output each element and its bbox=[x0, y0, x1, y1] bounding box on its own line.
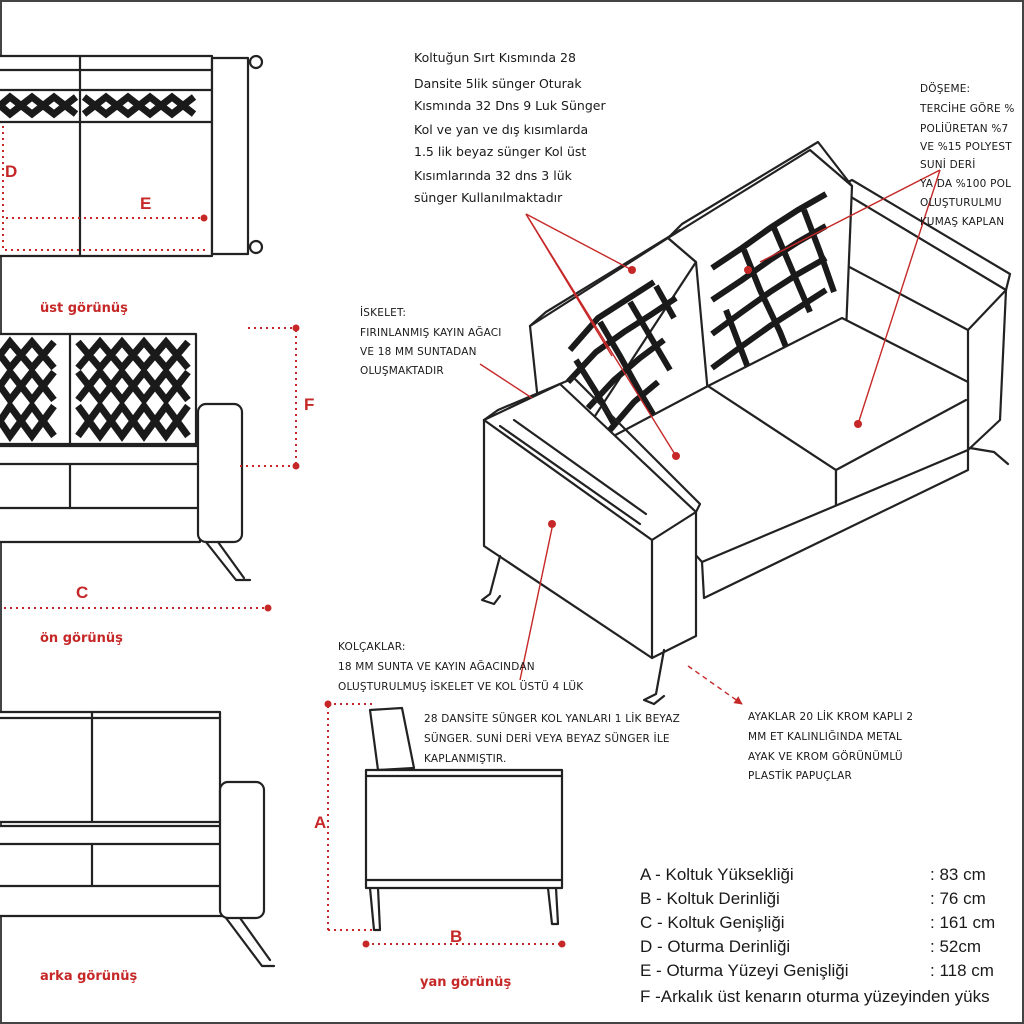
upholstery-note-line: DÖŞEME: bbox=[920, 82, 970, 95]
foam-note-line: Kısmında 32 Dns 9 Luk Sünger bbox=[414, 98, 606, 113]
spec-label-a: A - Koltuk Yüksekliği bbox=[640, 865, 794, 884]
top-view: D E bbox=[0, 54, 264, 258]
dim-letter-f: F bbox=[304, 395, 314, 414]
foam-note-line: 1.5 lik beyaz sünger Kol üst bbox=[414, 144, 586, 159]
upholstery-note-line: OLUŞTURULMU bbox=[920, 197, 1002, 209]
foam-note-line: sünger Kullanılmaktadır bbox=[414, 190, 563, 205]
front-view-label: ön görünüş bbox=[40, 631, 123, 646]
upholstery-note-line: KUMAŞ KAPLAN bbox=[920, 216, 1004, 228]
spec-value-e: : 118 cm bbox=[930, 961, 994, 980]
dim-letter-b: B bbox=[450, 927, 462, 946]
armrest-note-line: 18 MM SUNTA VE KAYIN AĞACINDAN bbox=[338, 660, 535, 673]
armrest-note-line: OLUŞTURULMUŞ İSKELET VE KOL ÜSTÜ 4 LÜK bbox=[338, 680, 584, 693]
dim-letter-e: E bbox=[140, 194, 151, 213]
top-view-label: üst görünüş bbox=[40, 301, 128, 316]
frame-note: İSKELET: FIRINLANMIŞ KAYIN AĞACI VE 18 M… bbox=[360, 306, 505, 377]
spec-value-d: : 52cm bbox=[930, 937, 981, 956]
upholstery-note-line: SUNİ DERİ bbox=[920, 158, 976, 171]
dim-letter-d: D bbox=[5, 162, 17, 181]
foam-note-line: Kol ve yan ve dış kısımlarda bbox=[414, 122, 588, 137]
legs-note-line: MM ET KALINLIĞINDA METAL bbox=[748, 730, 902, 743]
spec-list: A - Koltuk Yüksekliği : 83 cm B - Koltuk… bbox=[640, 865, 995, 1006]
front-view: F C bbox=[0, 324, 314, 612]
dim-letter-a: A bbox=[314, 813, 326, 832]
spec-label-b: B - Koltuk Derinliği bbox=[640, 889, 780, 908]
side-view: A B bbox=[314, 700, 566, 948]
foam-note: Koltuğun Sırt Kısmında 28 Dansite 5lik s… bbox=[414, 50, 610, 205]
armrest-note-line: KAPLANMIŞTIR. bbox=[424, 753, 507, 765]
back-view bbox=[0, 710, 276, 968]
legs-note: AYAKLAR 20 LİK KROM KAPLI 2 MM ET KALINL… bbox=[748, 710, 917, 782]
spec-value-b: : 76 cm bbox=[930, 889, 986, 908]
legs-note-line: AYAK VE KROM GÖRÜNÜMLÜ bbox=[748, 750, 903, 763]
armrest-note-line: KOLÇAKLAR: bbox=[338, 641, 406, 653]
upholstery-note: DÖŞEME: TERCİHE GÖRE % POLİÜRETAN %7 VE … bbox=[919, 82, 1018, 228]
foam-note-line: Kısımlarında 32 dns 3 lük bbox=[414, 168, 573, 183]
isometric-view bbox=[480, 140, 1012, 706]
legs-note-line: PLASTİK PAPUÇLAR bbox=[748, 769, 852, 782]
upholstery-note-line: POLİÜRETAN %7 bbox=[920, 122, 1008, 135]
armrest-note-line: SÜNGER. SUNİ DERİ VEYA BEYAZ SÜNGER İLE bbox=[424, 732, 670, 745]
foam-note-line: Dansite 5lik sünger Oturak bbox=[414, 76, 582, 91]
armrest-note-line: 28 DANSİTE SÜNGER KOL YANLARI 1 LİK BEYA… bbox=[424, 712, 680, 725]
armrest-note: KOLÇAKLAR: 18 MM SUNTA VE KAYIN AĞACINDA… bbox=[338, 641, 684, 765]
legs-note-line: AYAKLAR 20 LİK KROM KAPLI 2 bbox=[748, 710, 913, 723]
spec-value-c: : 161 cm bbox=[930, 913, 995, 932]
spec-label-c: C - Koltuk Genişliği bbox=[640, 913, 785, 932]
spec-label-f: F -Arkalık üst kenarın oturma yüzeyinden… bbox=[640, 987, 990, 1006]
upholstery-note-line: YA DA %100 POL bbox=[919, 178, 1011, 190]
foam-note-line: Koltuğun Sırt Kısmında 28 bbox=[414, 50, 576, 65]
dim-letter-c: C bbox=[76, 583, 88, 602]
upholstery-note-line: VE %15 POLYEST bbox=[920, 141, 1012, 153]
frame-note-line: İSKELET: bbox=[360, 306, 406, 319]
frame-note-line: FIRINLANMIŞ KAYIN AĞACI bbox=[360, 326, 502, 339]
side-view-label: yan görünüş bbox=[420, 975, 511, 990]
back-view-label: arka görünüş bbox=[40, 969, 138, 984]
spec-value-a: : 83 cm bbox=[930, 865, 986, 884]
callout-leaders bbox=[479, 169, 941, 705]
frame-note-line: VE 18 MM SUNTADAN bbox=[360, 346, 477, 358]
frame-note-line: OLUŞMAKTADIR bbox=[360, 365, 444, 377]
upholstery-note-line: TERCİHE GÖRE % bbox=[919, 102, 1015, 115]
spec-label-e: E - Oturma Yüzeyi Genişliği bbox=[640, 961, 848, 980]
spec-label-d: D - Oturma Derinliği bbox=[640, 937, 790, 956]
